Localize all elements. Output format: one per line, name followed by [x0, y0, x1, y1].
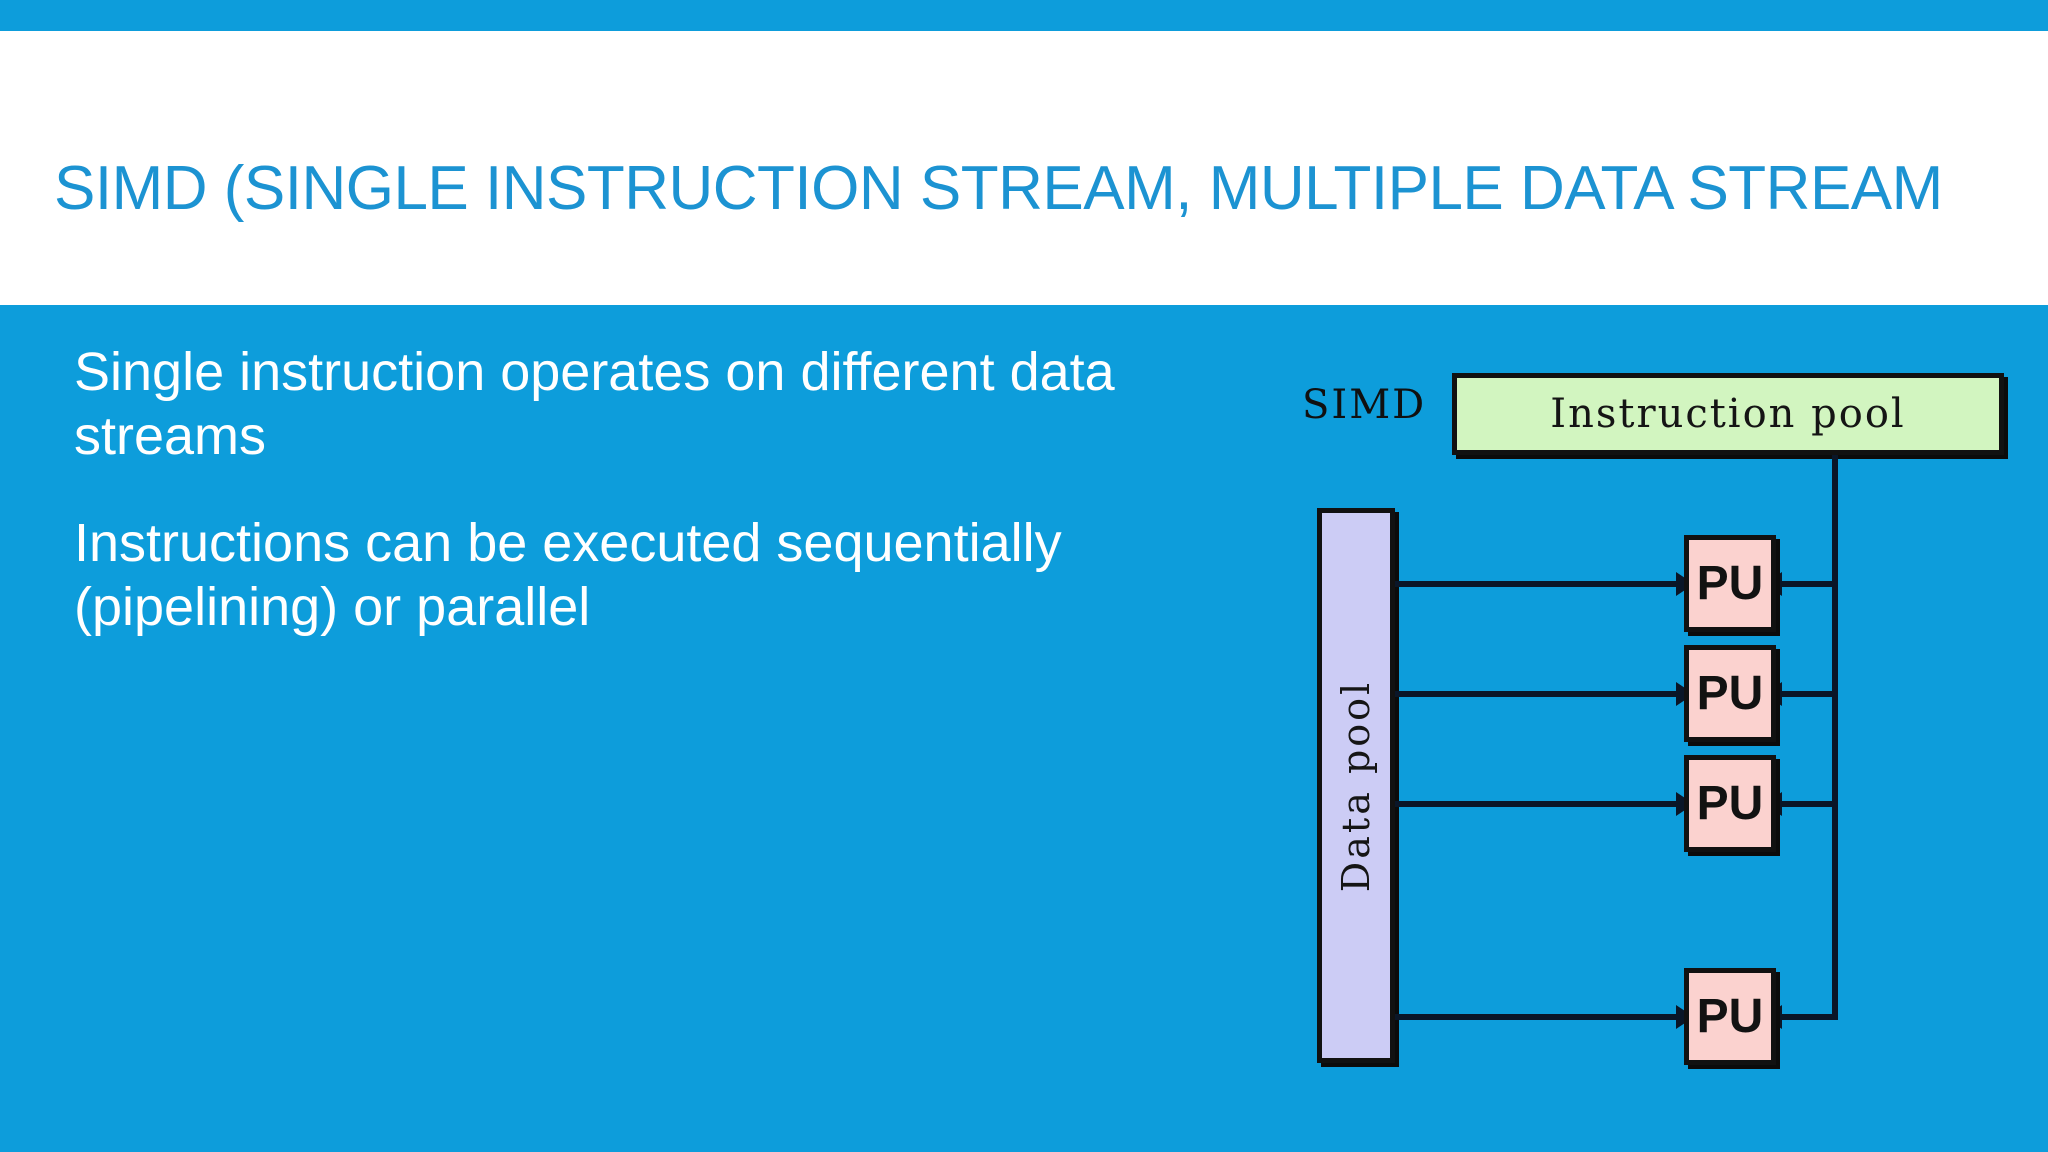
body-content: Single instruction operates on different…: [74, 340, 1234, 639]
instruction-bus-line: [1832, 455, 1838, 1018]
processing-unit-4: PU: [1684, 968, 1776, 1065]
bullet-item-1: Single instruction operates on different…: [74, 342, 1115, 467]
processing-unit-2: PU: [1684, 645, 1776, 742]
instruction-pool-label: Instruction pool: [1550, 391, 1906, 437]
instruction-flow-arrow-2: [1764, 682, 1838, 706]
processing-unit-4-label: PU: [1696, 989, 1764, 1043]
instruction-flow-arrow-1: [1764, 572, 1838, 596]
processing-unit-2-label: PU: [1696, 666, 1764, 720]
diagram-caption: SIMD: [1302, 382, 1427, 428]
simd-architecture-diagram: SIMD Instruction pool Data pool PU PU PU…: [1280, 350, 2040, 1090]
data-pool-label: Data pool: [1334, 679, 1378, 892]
data-flow-arrow-2: [1395, 682, 1694, 706]
processing-unit-3: PU: [1684, 755, 1776, 852]
data-pool-box: Data pool: [1317, 508, 1395, 1063]
data-flow-arrow-4: [1395, 1005, 1694, 1029]
instruction-flow-arrow-4: [1764, 1005, 1838, 1029]
data-flow-arrow-1: [1395, 572, 1694, 596]
bullet-item-2: Instructions can be executed sequentiall…: [74, 512, 1062, 637]
processing-unit-1: PU: [1684, 535, 1776, 632]
instruction-flow-arrow-3: [1764, 792, 1838, 816]
data-flow-arrow-3: [1395, 792, 1694, 816]
processing-unit-1-label: PU: [1696, 556, 1764, 610]
title-band: SIMD (SINGLE INSTRUCTION STREAM, MULTIPL…: [0, 31, 2048, 305]
processing-unit-3-label: PU: [1696, 776, 1764, 830]
page-title: SIMD (SINGLE INSTRUCTION STREAM, MULTIPL…: [54, 154, 1943, 223]
top-accent-strip: [0, 0, 2048, 31]
instruction-pool-box: Instruction pool: [1452, 373, 2004, 455]
